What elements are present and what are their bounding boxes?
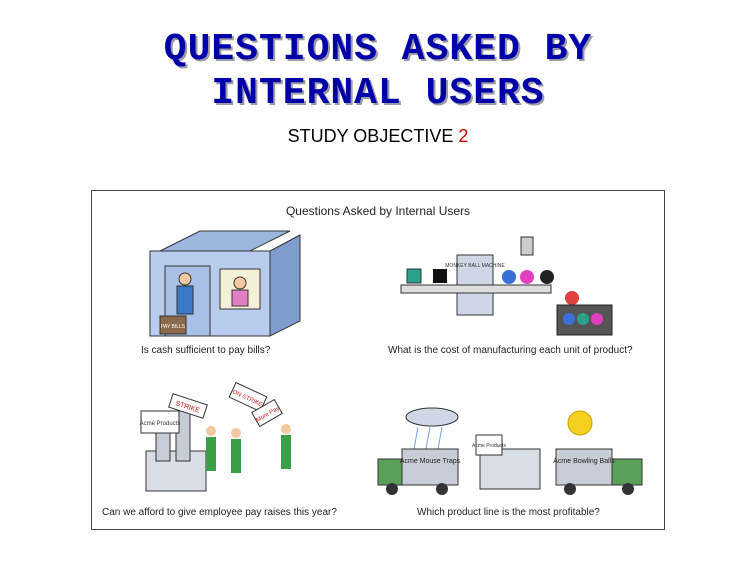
illustration-panel: Questions Asked by Internal Users PAY BI… [91,190,665,530]
product-lines-illustration: Acme Mouse Traps Acme Products Acme Bowl… [377,407,643,495]
machine-label: MONKEY BALL MACHINE [445,263,505,269]
slide-title-line-1: QUESTIONS ASKED BY [163,28,593,71]
manufacturing-machine-illustration: MONKEY BALL MACHINE [400,236,613,336]
question-unit-cost: What is the cost of manufacturing each u… [388,345,633,356]
question-pay-raises: Can we afford to give employee pay raise… [102,507,337,518]
slide-title: QUESTIONS ASKED BY INTERNAL USERS [0,28,756,116]
question-cash: Is cash sufficient to pay bills? [141,345,271,356]
strike-illustration: Acme Products STRIKE ON STRIKE More Pay [140,381,291,492]
subtitle-text: STUDY OBJECTIVE [287,126,454,146]
center-factory-sign-label: Acme Products [472,443,506,449]
panel-title: Questions Asked by Internal Users [285,204,471,218]
slide-title-line-2: INTERNAL USERS [211,72,545,115]
subtitle-number: 2 [458,126,469,146]
truck-right-label: Acme Bowling Balls [553,458,615,465]
register-label: PAY BILLS [161,324,186,330]
factory-sign-label: Acme Products [140,421,181,427]
cash-booth-illustration: PAY BILLS [149,230,301,337]
slide-subtitle: STUDY OBJECTIVE 2 [0,126,756,147]
question-product-line: Which product line is the most profitabl… [417,507,600,518]
truck-left-label: Acme Mouse Traps [400,458,461,465]
